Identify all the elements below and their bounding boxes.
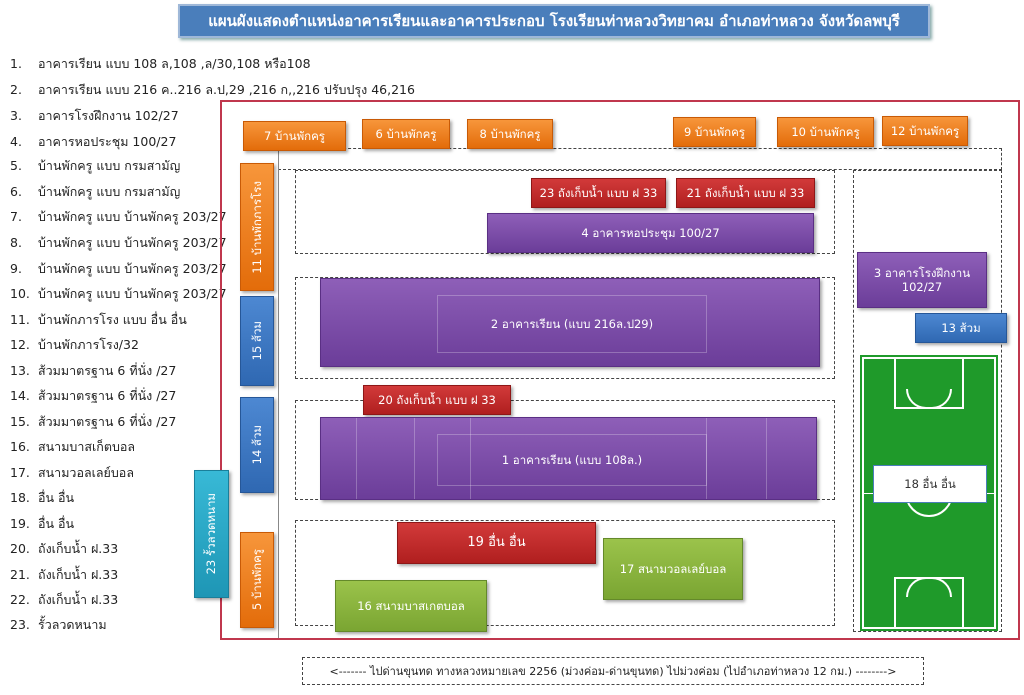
legend-item: 6.บ้านพักครู แบบ กรมสามัญ	[10, 184, 181, 199]
legend-item: 12.บ้านพักภารโรง/32	[10, 337, 139, 352]
legend-item: 3.อาคารโรงฝึกงาน 102/27	[10, 108, 179, 123]
toilet-14: 14 ส้วม	[240, 397, 274, 493]
building-1-label: 1 อาคารเรียน (แบบ 108ล.)	[437, 434, 707, 486]
zone-building2	[295, 277, 835, 379]
legend-item: 11.บ้านพักภารโรง แบบ อื่น อื่น	[10, 312, 187, 327]
legend-item: 4.อาคารหอประชุม 100/27	[10, 134, 177, 149]
basketball-court-16: 16 สนามบาสเกตบอล	[335, 580, 487, 632]
legend-item: 21.ถังเก็บน้ำ ฝ.33	[10, 567, 119, 582]
road-label: <------- ไปด่านขุนทด ทางหลวงหมายเลข 2256…	[302, 657, 924, 685]
zone-main	[278, 148, 853, 638]
legend-item: 16.สนามบาสเก็ตบอล	[10, 439, 136, 454]
other-18: 18 อื่น อื่น	[873, 465, 987, 503]
legend-item: 5.บ้านพักครู แบบ กรมสามัญ	[10, 158, 181, 173]
bay-divider	[356, 418, 357, 499]
bay-divider	[706, 418, 707, 499]
teacher-house-12: 12 บ้านพักครู	[882, 116, 968, 146]
school-building-2: 2 อาคารเรียน (แบบ 216ล.ป29)	[320, 278, 820, 367]
legend-item: 23.รั้วลวดหนาม	[10, 617, 107, 632]
legend-item: 9.บ้านพักครู แบบ บ้านพักครู 203/27	[10, 261, 227, 276]
toilet-13: 13 ส้วม	[915, 313, 1007, 343]
teacher-house-6: 6 บ้านพักครู	[362, 119, 450, 149]
penalty-box-bottom	[894, 577, 964, 627]
zone-hall	[295, 170, 835, 254]
zone-east	[853, 170, 1002, 632]
legend-item: 1.อาคารเรียน แบบ 108 ล,108 ,ล/30,108 หรื…	[10, 56, 311, 71]
legend-item: 14.ส้วมมาตรฐาน 6 ที่นั่ง /27	[10, 388, 177, 403]
janitor-house-11: 11 บ้านพักภารโรง	[240, 163, 274, 291]
legend-item: 7.บ้านพักครู แบบ บ้านพักครู 203/27	[10, 209, 227, 224]
page-title: แผนผังแสดงตำแหน่งอาคารเรียนและอาคารประกอ…	[178, 4, 930, 38]
bay-divider	[470, 418, 471, 499]
water-tank-21: 21 ถังเก็บน้ำ แบบ ฝ 33	[676, 178, 815, 208]
legend-item: 19.อื่น อื่น	[10, 516, 75, 531]
legend-item: 13.ส้วมมาตรฐาน 6 ที่นั่ง /27	[10, 363, 177, 378]
zone-sports	[295, 520, 835, 626]
teacher-house-8: 8 บ้านพักครู	[467, 119, 553, 149]
legend-item: 2.อาคารเรียน แบบ 216 ค..216 ล.ป,29 ,216 …	[10, 82, 415, 97]
water-tank-20: 20 ถังเก็บน้ำ แบบ ฝ 33	[363, 385, 511, 415]
workshop-3: 3 อาคารโรงฝึกงาน 102/27	[857, 252, 987, 308]
volleyball-court-17: 17 สนามวอลเลย์บอล	[603, 538, 743, 600]
barbed-fence-23: 23 รั้วลวดหนาม	[194, 470, 229, 598]
legend-item: 20.ถังเก็บน้ำ ฝ.33	[10, 541, 119, 556]
bay-divider	[766, 418, 767, 499]
teacher-house-9: 9 บ้านพักครู	[673, 117, 756, 147]
legend-item: 18.อื่น อื่น	[10, 490, 75, 505]
teacher-house-7: 7 บ้านพักครู	[243, 121, 346, 151]
other-19: 19 อื่น อื่น	[397, 522, 596, 564]
site-boundary	[220, 100, 1020, 640]
legend-item: 10.บ้านพักครู แบบ บ้านพักครู 203/27	[10, 286, 227, 301]
bay-divider	[414, 418, 415, 499]
toilet-15: 15 ส้วม	[240, 296, 274, 386]
legend-item: 17.สนามวอลเลย์บอล	[10, 465, 134, 480]
teacher-house-10: 10 บ้านพักครู	[777, 117, 874, 147]
water-tank-23: 23 ถังเก็บน้ำ แบบ ฝ 33	[531, 178, 666, 208]
teacher-house-5: 5 บ้านพักครู	[240, 532, 274, 628]
building-2-label: 2 อาคารเรียน (แบบ 216ล.ป29)	[437, 295, 707, 353]
school-building-1: 1 อาคารเรียน (แบบ 108ล.)	[320, 417, 817, 500]
legend-item: 15.ส้วมมาตรฐาน 6 ที่นั่ง /27	[10, 414, 177, 429]
legend-item: 8.บ้านพักครู แบบ บ้านพักครู 203/27	[10, 235, 227, 250]
assembly-hall-4: 4 อาคารหอประชุม 100/27	[487, 213, 814, 253]
legend-item: 22.ถังเก็บน้ำ ฝ.33	[10, 592, 119, 607]
